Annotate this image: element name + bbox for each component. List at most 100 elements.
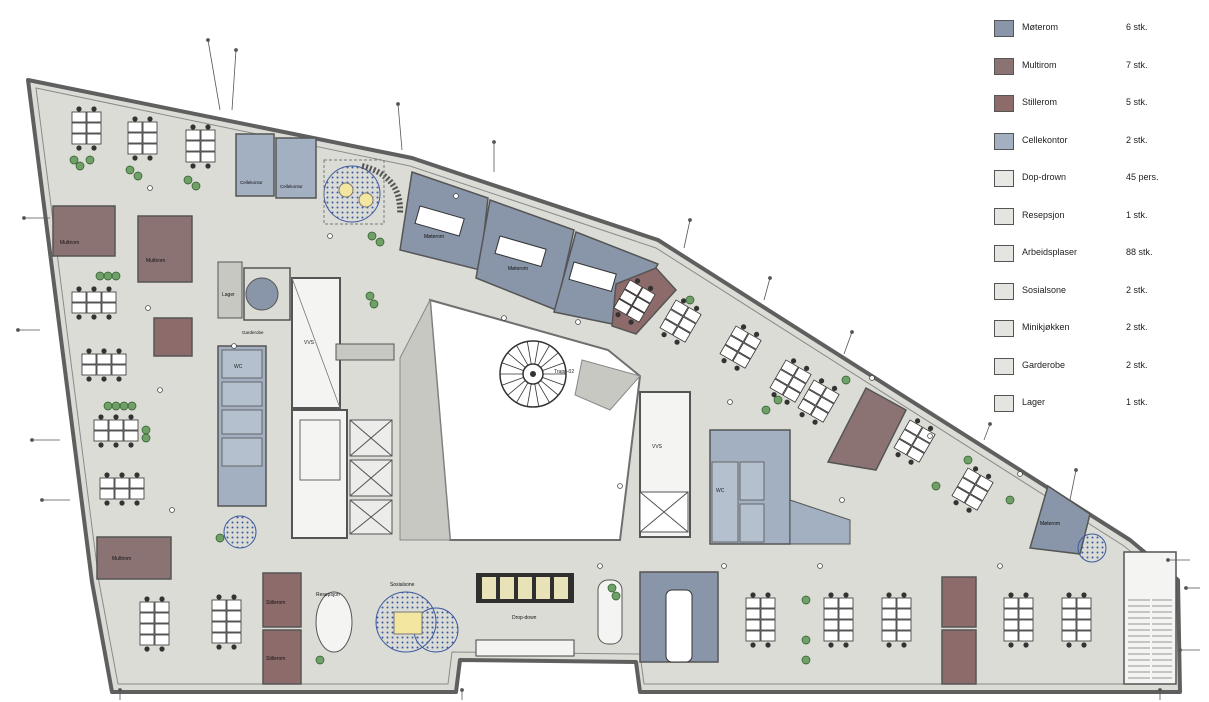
storage-room — [217, 261, 243, 319]
desk — [838, 630, 854, 642]
chair — [76, 106, 82, 112]
desk — [1018, 630, 1034, 642]
desk-cluster — [797, 378, 840, 425]
chair — [628, 319, 634, 325]
legend-count: 2 stk. — [1126, 322, 1148, 332]
chair — [134, 500, 140, 506]
desk — [101, 302, 117, 314]
column — [169, 507, 175, 513]
desk — [86, 111, 102, 123]
desk — [893, 438, 912, 456]
chair — [101, 376, 107, 382]
grid-line — [983, 423, 991, 441]
grid-line — [763, 277, 771, 301]
desk — [111, 353, 127, 365]
legend-count: 88 stk. — [1126, 247, 1153, 257]
chair — [134, 472, 140, 478]
plant — [127, 401, 137, 411]
chair — [1066, 592, 1072, 598]
desk — [618, 288, 638, 306]
building-core: VVS VVS — [291, 277, 691, 539]
plant — [375, 237, 385, 247]
desk — [185, 129, 201, 141]
chair — [740, 324, 747, 330]
chair — [205, 124, 211, 130]
desk-cluster — [71, 286, 117, 320]
meeting-table — [568, 261, 617, 293]
chair — [106, 286, 112, 292]
plant — [111, 401, 121, 411]
chair — [76, 314, 82, 320]
plant — [801, 595, 811, 605]
legend-swatch — [994, 282, 1014, 300]
plant — [75, 161, 85, 171]
chair — [144, 596, 150, 602]
desk — [815, 396, 835, 414]
stair-tread — [516, 345, 529, 366]
column — [869, 375, 875, 381]
chair — [647, 285, 654, 292]
legend-count: 7 stk. — [1126, 59, 1148, 70]
chair — [901, 592, 907, 598]
desk — [672, 326, 691, 343]
wc-label-east: WC — [716, 488, 725, 494]
desk-cluster — [823, 592, 854, 648]
wc-block-west: WC — [217, 345, 267, 507]
legend-label: Garderobe — [1022, 359, 1066, 370]
desk — [780, 359, 799, 377]
desk — [114, 488, 130, 500]
desk — [1061, 630, 1077, 642]
desk — [154, 634, 170, 646]
chair — [721, 358, 727, 364]
column — [147, 185, 153, 191]
desk — [670, 299, 689, 317]
desk — [881, 630, 897, 642]
desk — [956, 476, 976, 494]
plant — [85, 155, 95, 165]
chair — [116, 376, 122, 382]
desk — [200, 140, 216, 152]
desk — [226, 599, 242, 611]
column — [231, 343, 237, 349]
plant — [931, 481, 941, 491]
chair — [803, 365, 810, 372]
wc-block-east: WC — [709, 429, 851, 545]
plant — [95, 271, 105, 281]
chair — [76, 286, 82, 292]
plants — [69, 155, 1015, 665]
chair — [765, 642, 771, 648]
grid-line — [207, 39, 221, 111]
grid-marker — [688, 218, 692, 222]
chair — [843, 592, 849, 598]
stair-tread — [540, 380, 559, 396]
dropin-label: Drop-down — [512, 615, 537, 621]
legend-label: Stillerom — [1022, 97, 1058, 107]
desk-cluster — [99, 472, 145, 506]
legend-swatch — [994, 57, 1014, 75]
desk — [881, 619, 897, 631]
desk — [185, 140, 201, 152]
plant — [141, 433, 151, 443]
chair — [216, 594, 222, 600]
desk — [823, 630, 839, 642]
stair-tread — [516, 382, 529, 403]
desk — [808, 379, 827, 397]
desk — [1018, 619, 1034, 631]
plant — [103, 271, 113, 281]
grid-line — [1069, 469, 1077, 501]
desk — [898, 428, 918, 446]
chair — [128, 442, 134, 448]
chair — [231, 644, 237, 650]
storage-label: Lager — [222, 292, 235, 298]
chair — [101, 348, 107, 354]
stair-label: Trapp-02 — [554, 369, 574, 375]
plant — [1005, 495, 1015, 505]
grid-marker — [1074, 468, 1078, 472]
grid-marker — [396, 102, 400, 106]
plant — [141, 425, 151, 435]
chair — [765, 592, 771, 598]
